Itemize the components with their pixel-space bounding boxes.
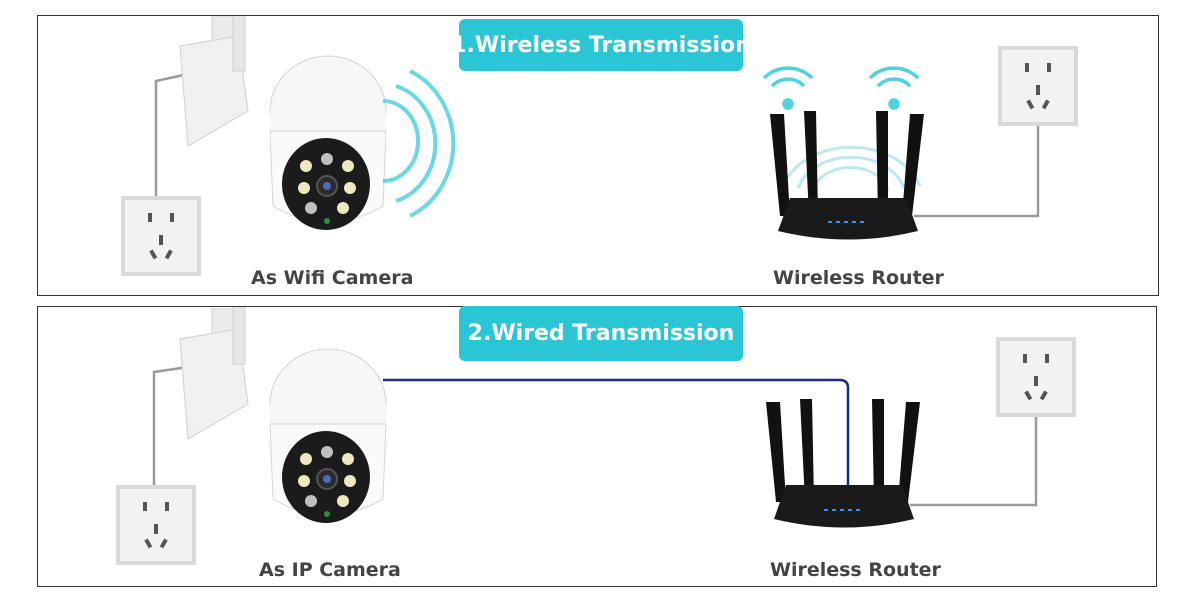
router-power-cord <box>910 417 1038 507</box>
wall-socket-icon <box>998 46 1078 126</box>
wifi-camera-label: As Wifi Camera <box>251 267 414 289</box>
ip-camera-label: As IP Camera <box>259 559 401 581</box>
ptz-camera-icon <box>179 307 387 523</box>
wireless-transmission-banner: 1.Wireless Transmission <box>451 19 751 71</box>
wired-diagram-art <box>116 307 1076 565</box>
wired-transmission-panel: 2.Wired Transmission As IP Camera Wirele… <box>37 306 1157 587</box>
wireless-transmission-panel: 1.Wireless Transmission As Wifi Camera W… <box>37 15 1159 296</box>
wireless-router-label: Wireless Router <box>770 559 941 581</box>
router-icon <box>770 111 924 240</box>
wall-socket-icon <box>116 485 196 565</box>
ethernet-cable <box>383 378 850 497</box>
wireless-diagram-art <box>121 16 1078 276</box>
wall-socket-icon <box>996 337 1076 417</box>
wifi-signal-icon <box>762 66 920 110</box>
wall-socket-icon <box>121 196 201 276</box>
camera-power-cord <box>154 72 189 216</box>
wireless-router-label: Wireless Router <box>773 267 944 289</box>
camera-power-cord <box>152 365 189 507</box>
wifi-signal-icon <box>382 69 456 218</box>
wired-transmission-banner: 2.Wired Transmission <box>459 306 743 361</box>
router-icon <box>766 399 920 528</box>
router-power-cord <box>914 126 1040 218</box>
ptz-camera-icon <box>179 16 387 230</box>
